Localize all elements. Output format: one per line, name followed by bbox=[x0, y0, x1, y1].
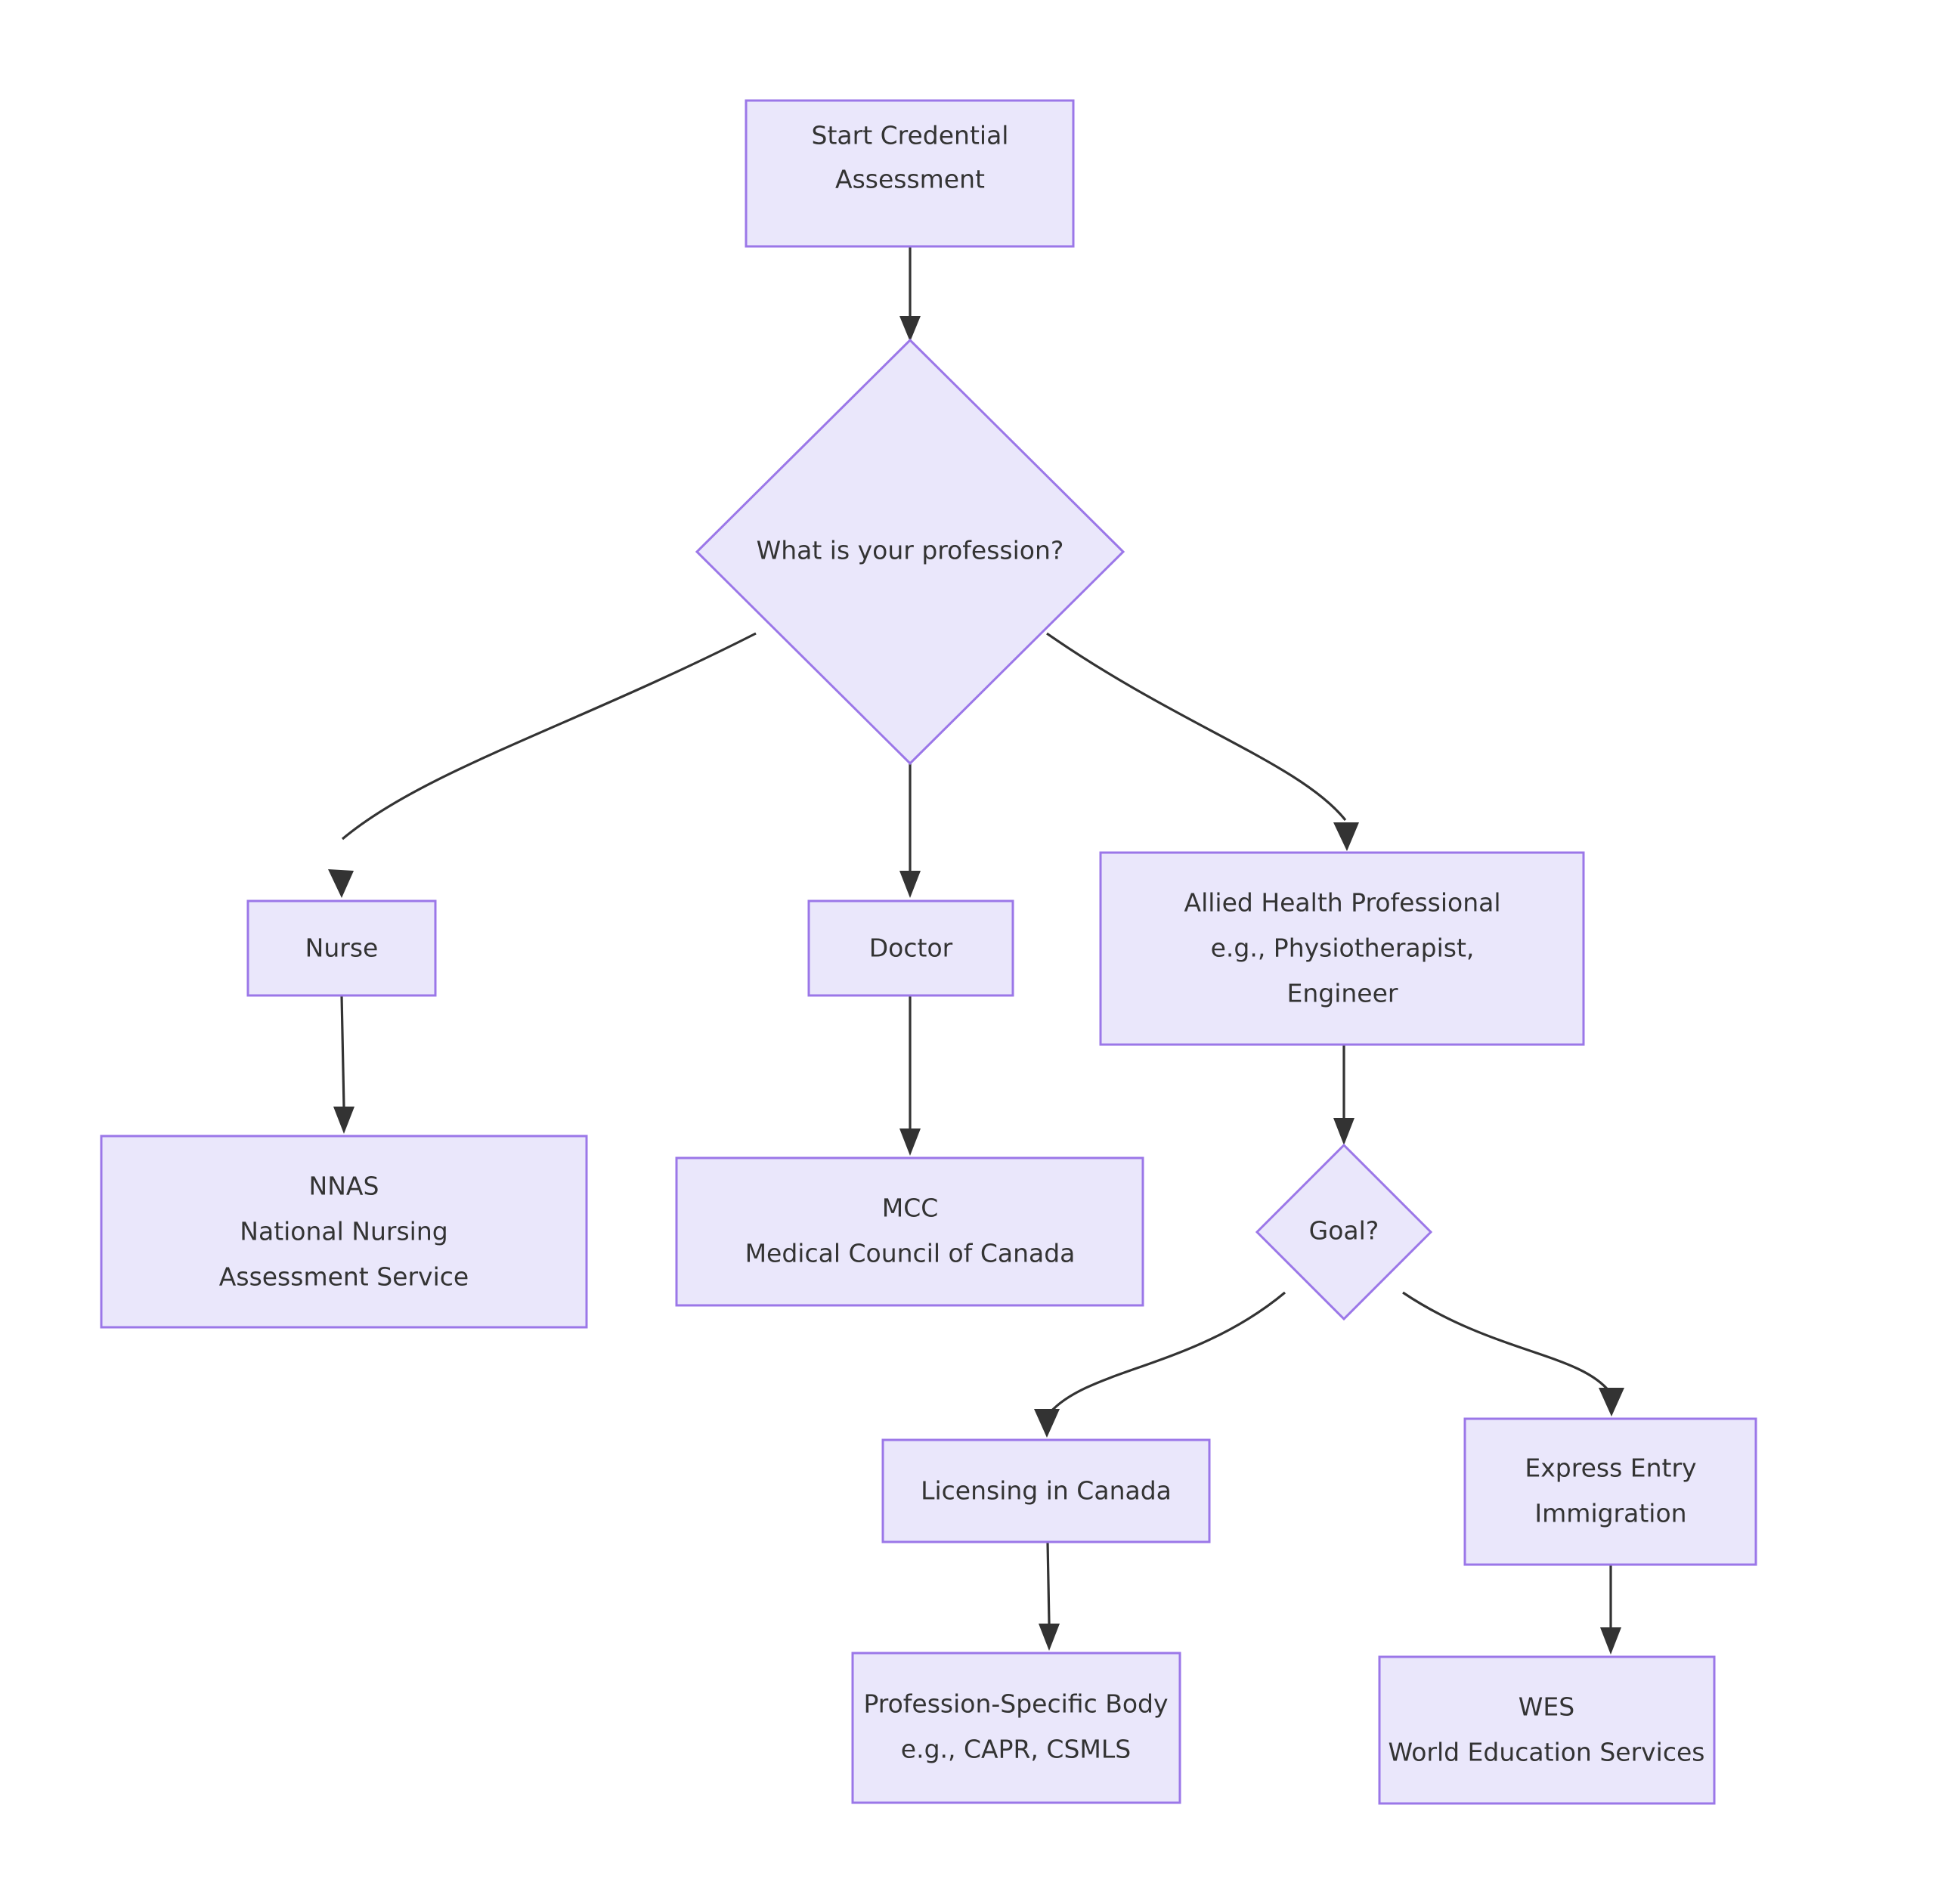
arrow-head-icon bbox=[1600, 1627, 1621, 1655]
edge-line bbox=[340, 995, 345, 1108]
node-label-line: Engineer bbox=[1287, 979, 1398, 1008]
node-what-is-your-profession[interactable]: What is your profession? bbox=[695, 338, 1125, 766]
node-label-line: Goal? bbox=[1309, 1216, 1379, 1246]
node-label-line: WES bbox=[1519, 1692, 1574, 1722]
node-start-credential-assessment[interactable]: Start Credential Assessment bbox=[745, 99, 1075, 248]
node-mcc[interactable]: MCC Medical Council of Canada bbox=[675, 1156, 1144, 1307]
node-goal[interactable]: Goal? bbox=[1255, 1143, 1433, 1321]
arrow-head-icon bbox=[1039, 1624, 1060, 1651]
node-nnas[interactable]: NNAS National Nursing Assessment Service bbox=[100, 1135, 588, 1329]
node-label-line: What is your profession? bbox=[757, 536, 1064, 565]
arrow-head-icon bbox=[899, 1128, 921, 1156]
node-express-entry-immigration[interactable]: Express Entry Immigration bbox=[1463, 1417, 1757, 1566]
node-nurse[interactable]: Nurse bbox=[246, 899, 437, 997]
node-label-line: MCC bbox=[882, 1193, 939, 1223]
node-label-line: Start Credential bbox=[812, 121, 1009, 150]
edge-start-to-profession bbox=[899, 246, 921, 342]
arrow-head-icon bbox=[1034, 1409, 1060, 1438]
arrow-head-icon bbox=[1333, 822, 1359, 851]
node-shape-rect[interactable] bbox=[1463, 1417, 1757, 1566]
node-shape-rect[interactable] bbox=[246, 899, 437, 997]
node-shape-diamond[interactable] bbox=[1255, 1143, 1433, 1321]
node-label-line: Licensing in Canada bbox=[921, 1476, 1172, 1506]
arrow-head-icon bbox=[328, 869, 354, 898]
node-shape-diamond[interactable] bbox=[695, 338, 1125, 766]
node-shape-rect[interactable] bbox=[851, 1652, 1181, 1804]
node-shape-rect[interactable] bbox=[881, 1438, 1211, 1543]
node-shape-rect[interactable] bbox=[807, 899, 1014, 997]
node-shape-rect[interactable] bbox=[675, 1156, 1144, 1307]
node-label-line: Doctor bbox=[869, 933, 953, 963]
node-label-line: Express Entry bbox=[1525, 1454, 1696, 1483]
edge-profession-to-nurse bbox=[328, 632, 757, 898]
node-label-line: Allied Health Professional bbox=[1184, 888, 1501, 918]
edge-nurse-to-nnas bbox=[333, 995, 354, 1134]
edge-licensing-to-profbody bbox=[1039, 1541, 1060, 1651]
node-label-line: National Nursing bbox=[240, 1217, 447, 1246]
node-shape-rect[interactable] bbox=[100, 1135, 588, 1329]
edge-allied-to-goal bbox=[1333, 1045, 1354, 1145]
arrow-head-icon bbox=[333, 1107, 354, 1134]
edge-line bbox=[341, 632, 757, 841]
node-label-line: NNAS bbox=[309, 1172, 379, 1201]
edge-layer bbox=[328, 246, 1624, 1655]
node-shape-rect[interactable] bbox=[1378, 1655, 1716, 1805]
node-label-line: Medical Council of Canada bbox=[745, 1239, 1076, 1268]
arrow-head-icon bbox=[899, 316, 921, 342]
node-wes[interactable]: WES World Education Services bbox=[1378, 1655, 1716, 1805]
edge-goal-to-express bbox=[1402, 1291, 1624, 1416]
edge-line bbox=[1046, 1541, 1051, 1624]
node-label-line: Nurse bbox=[305, 933, 379, 963]
edge-line bbox=[1048, 1291, 1286, 1415]
node-shape-rect[interactable] bbox=[745, 99, 1075, 248]
node-shape-rect[interactable] bbox=[1099, 851, 1585, 1046]
edge-profession-to-doctor bbox=[899, 763, 921, 898]
edge-doctor-to-mcc bbox=[899, 995, 921, 1156]
arrow-head-icon bbox=[1599, 1388, 1624, 1416]
node-allied-health-professional[interactable]: Allied Health Professional e.g., Physiot… bbox=[1099, 851, 1585, 1046]
node-label-line: Profession-Specific Body bbox=[863, 1689, 1168, 1719]
node-label-line: Assessment Service bbox=[219, 1262, 469, 1292]
node-doctor[interactable]: Doctor bbox=[807, 899, 1014, 997]
edge-line bbox=[1402, 1291, 1611, 1393]
edge-goal-to-licensing bbox=[1034, 1291, 1286, 1438]
arrow-head-icon bbox=[899, 871, 921, 898]
node-label-line: e.g., Physiotherapist, bbox=[1211, 933, 1475, 963]
node-licensing-in-canada[interactable]: Licensing in Canada bbox=[881, 1438, 1211, 1543]
edge-profession-to-allied bbox=[1046, 632, 1359, 851]
node-profession-specific-body[interactable]: Profession-Specific Body e.g., CAPR, CSM… bbox=[851, 1652, 1181, 1804]
node-label-line: Assessment bbox=[835, 165, 985, 194]
edge-line bbox=[1046, 632, 1347, 822]
node-label-line: Immigration bbox=[1534, 1499, 1686, 1528]
node-layer: Start Credential Assessment What is your… bbox=[100, 99, 1757, 1805]
arrow-head-icon bbox=[1333, 1118, 1354, 1145]
node-label-line: e.g., CAPR, CSMLS bbox=[901, 1735, 1131, 1764]
edge-express-to-wes bbox=[1600, 1565, 1621, 1655]
node-label-line: World Education Services bbox=[1389, 1738, 1705, 1767]
